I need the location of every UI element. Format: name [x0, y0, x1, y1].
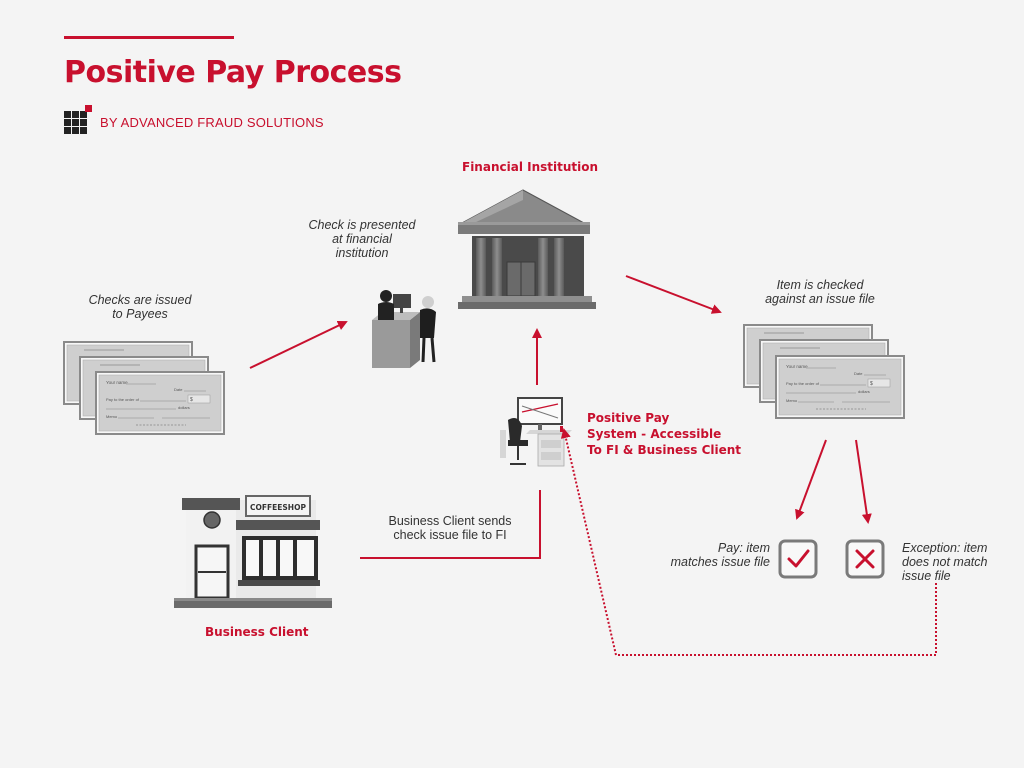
- bank-building-icon: [458, 189, 596, 309]
- note-line: at financial: [332, 232, 392, 246]
- note-line: Checks are issued: [88, 293, 192, 307]
- note-line: against an issue file: [765, 292, 875, 306]
- check-pay-to: Pay to the order of: [106, 397, 140, 402]
- exception-dotted-return: [560, 428, 937, 656]
- issued-checks-stack: Your name Date Pay to the order of $ dol…: [63, 341, 225, 435]
- check-pay-to: Pay to the order of: [786, 381, 820, 386]
- storefront-sign: COFFEESHOP: [250, 503, 306, 512]
- arrow-checks-to-exception: [855, 439, 872, 524]
- computer-desk-icon: [500, 397, 572, 467]
- check-dollar-sign: $: [870, 381, 873, 387]
- note-line: to Payees: [112, 307, 168, 321]
- flow-arrows: [249, 275, 937, 656]
- note-line: issue file: [902, 569, 951, 583]
- brand-logo-icon: [64, 105, 92, 134]
- label-line: Positive Pay: [587, 411, 670, 425]
- exception-note: Exception: item does not match issue fil…: [902, 541, 1012, 583]
- client-sends-note: Business Client sends check issue file t…: [370, 514, 530, 542]
- business-client-label: Business Client: [205, 625, 309, 639]
- checks-issued-note: Checks are issued to Payees: [78, 293, 202, 321]
- check-presented-note: Check is presented at financial institut…: [296, 218, 428, 260]
- note-line: Business Client sends: [388, 514, 512, 528]
- check-dollars: dollars: [858, 389, 870, 394]
- positive-pay-system-label: Positive Pay System - Accessible To FI &…: [587, 410, 741, 458]
- title-rule: [64, 36, 234, 39]
- brand-byline: BY ADVANCED FRAUD SOLUTIONS: [100, 115, 324, 130]
- check-memo: Memo: [106, 414, 118, 419]
- item-checked-note: Item is checked against an issue file: [752, 278, 888, 306]
- storefront-icon: COFFEESHOP: [174, 495, 332, 608]
- teller-counter-icon: [372, 290, 436, 368]
- arrow-checks-to-pay: [795, 439, 827, 520]
- check-dollars: dollars: [178, 405, 190, 410]
- presented-checks-stack: Your name Date Pay to the order of $ dol…: [743, 324, 905, 419]
- check-your-name: Your name: [106, 380, 128, 385]
- pay-note: Pay: item matches issue file: [648, 541, 770, 569]
- check-date: Date: [854, 371, 863, 376]
- note-line: Item is checked: [776, 278, 864, 292]
- label-line: To FI & Business Client: [587, 443, 742, 457]
- check-memo: Memo: [786, 398, 798, 403]
- check-your-name: Your name: [786, 364, 808, 369]
- arrow-bank-to-checks: [625, 275, 722, 314]
- note-line: check issue file to FI: [393, 528, 507, 542]
- check-dollar-sign: $: [190, 397, 193, 403]
- financial-institution-label: Financial Institution: [462, 160, 599, 174]
- page-title: Positive Pay Process: [64, 55, 402, 90]
- note-line: Pay: item: [717, 541, 770, 555]
- line-client-to-system: [360, 490, 541, 559]
- check-date: Date: [174, 387, 183, 392]
- note-line: matches issue file: [670, 555, 770, 569]
- label-line: System - Accessible: [587, 427, 722, 441]
- note-line: Exception: item: [902, 541, 988, 555]
- arrow-checks-to-teller: [249, 320, 348, 369]
- note-line: Check is presented: [308, 218, 416, 232]
- note-line: institution: [335, 246, 389, 260]
- note-line: does not match: [902, 555, 988, 569]
- x-box-icon: [845, 539, 885, 579]
- checkmark-box-icon: [778, 539, 818, 579]
